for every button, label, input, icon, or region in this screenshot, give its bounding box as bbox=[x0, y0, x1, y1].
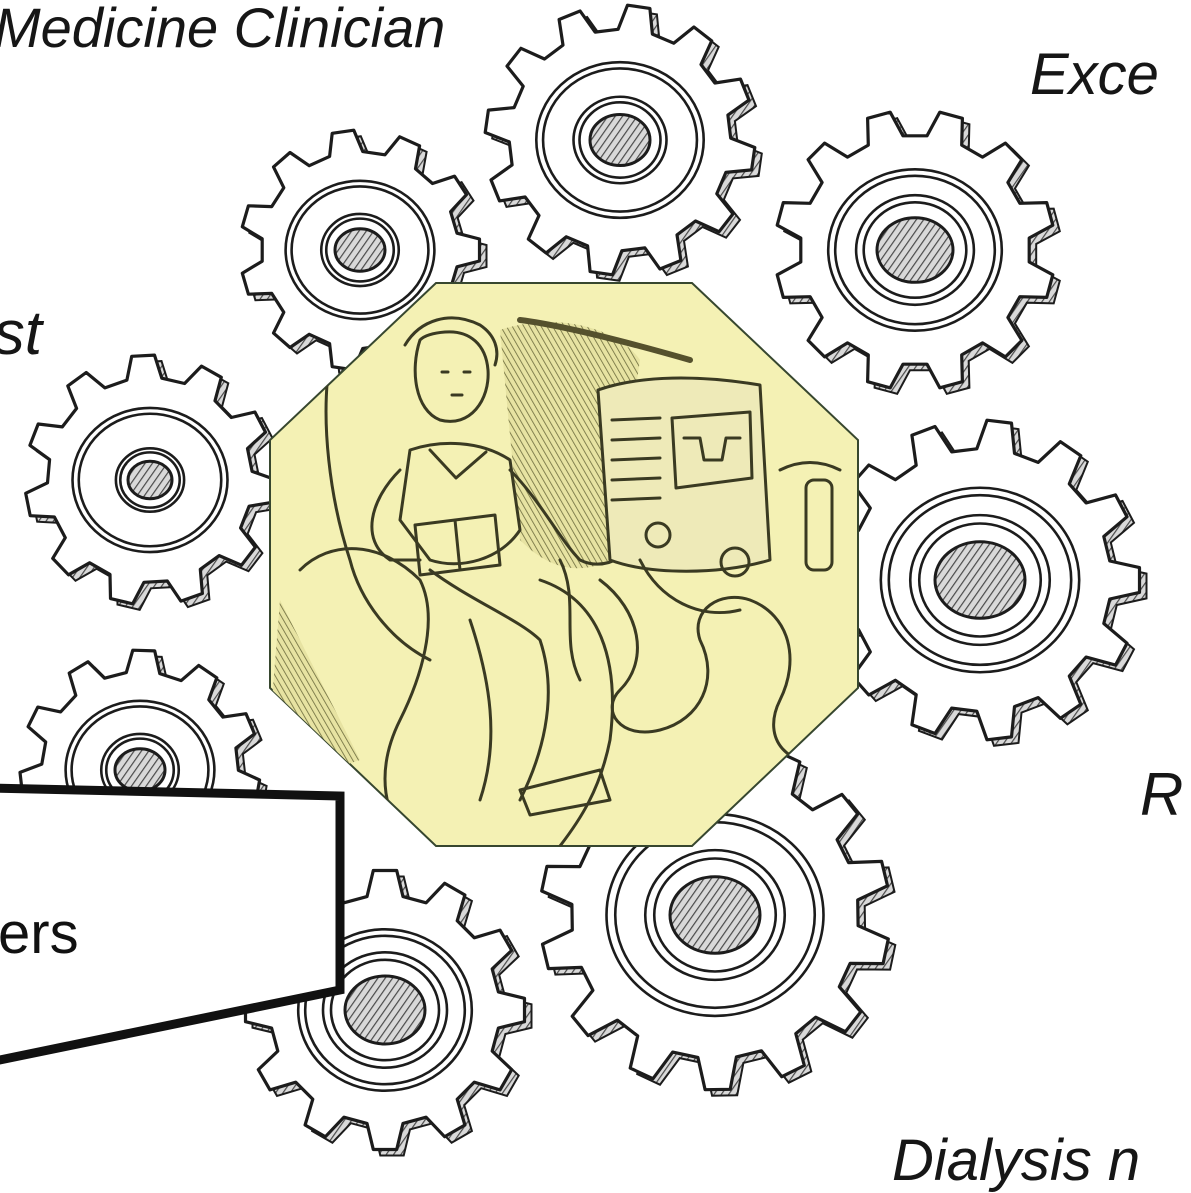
callout-label: ers bbox=[0, 905, 79, 963]
label-right: R bbox=[1140, 765, 1183, 825]
dialysis-machine bbox=[598, 378, 770, 571]
gear-5 bbox=[822, 420, 1146, 746]
gear-1 bbox=[485, 5, 762, 281]
label-dialysis: Dialysis n bbox=[892, 1132, 1140, 1190]
label-left: ist bbox=[0, 303, 42, 365]
label-top-right: Exce bbox=[1030, 46, 1159, 104]
gear-4 bbox=[26, 355, 282, 610]
label-medicine-clinician: Medicine Clinician bbox=[0, 0, 445, 56]
patient-illustration-panel bbox=[270, 283, 858, 846]
gear-3 bbox=[777, 112, 1060, 394]
